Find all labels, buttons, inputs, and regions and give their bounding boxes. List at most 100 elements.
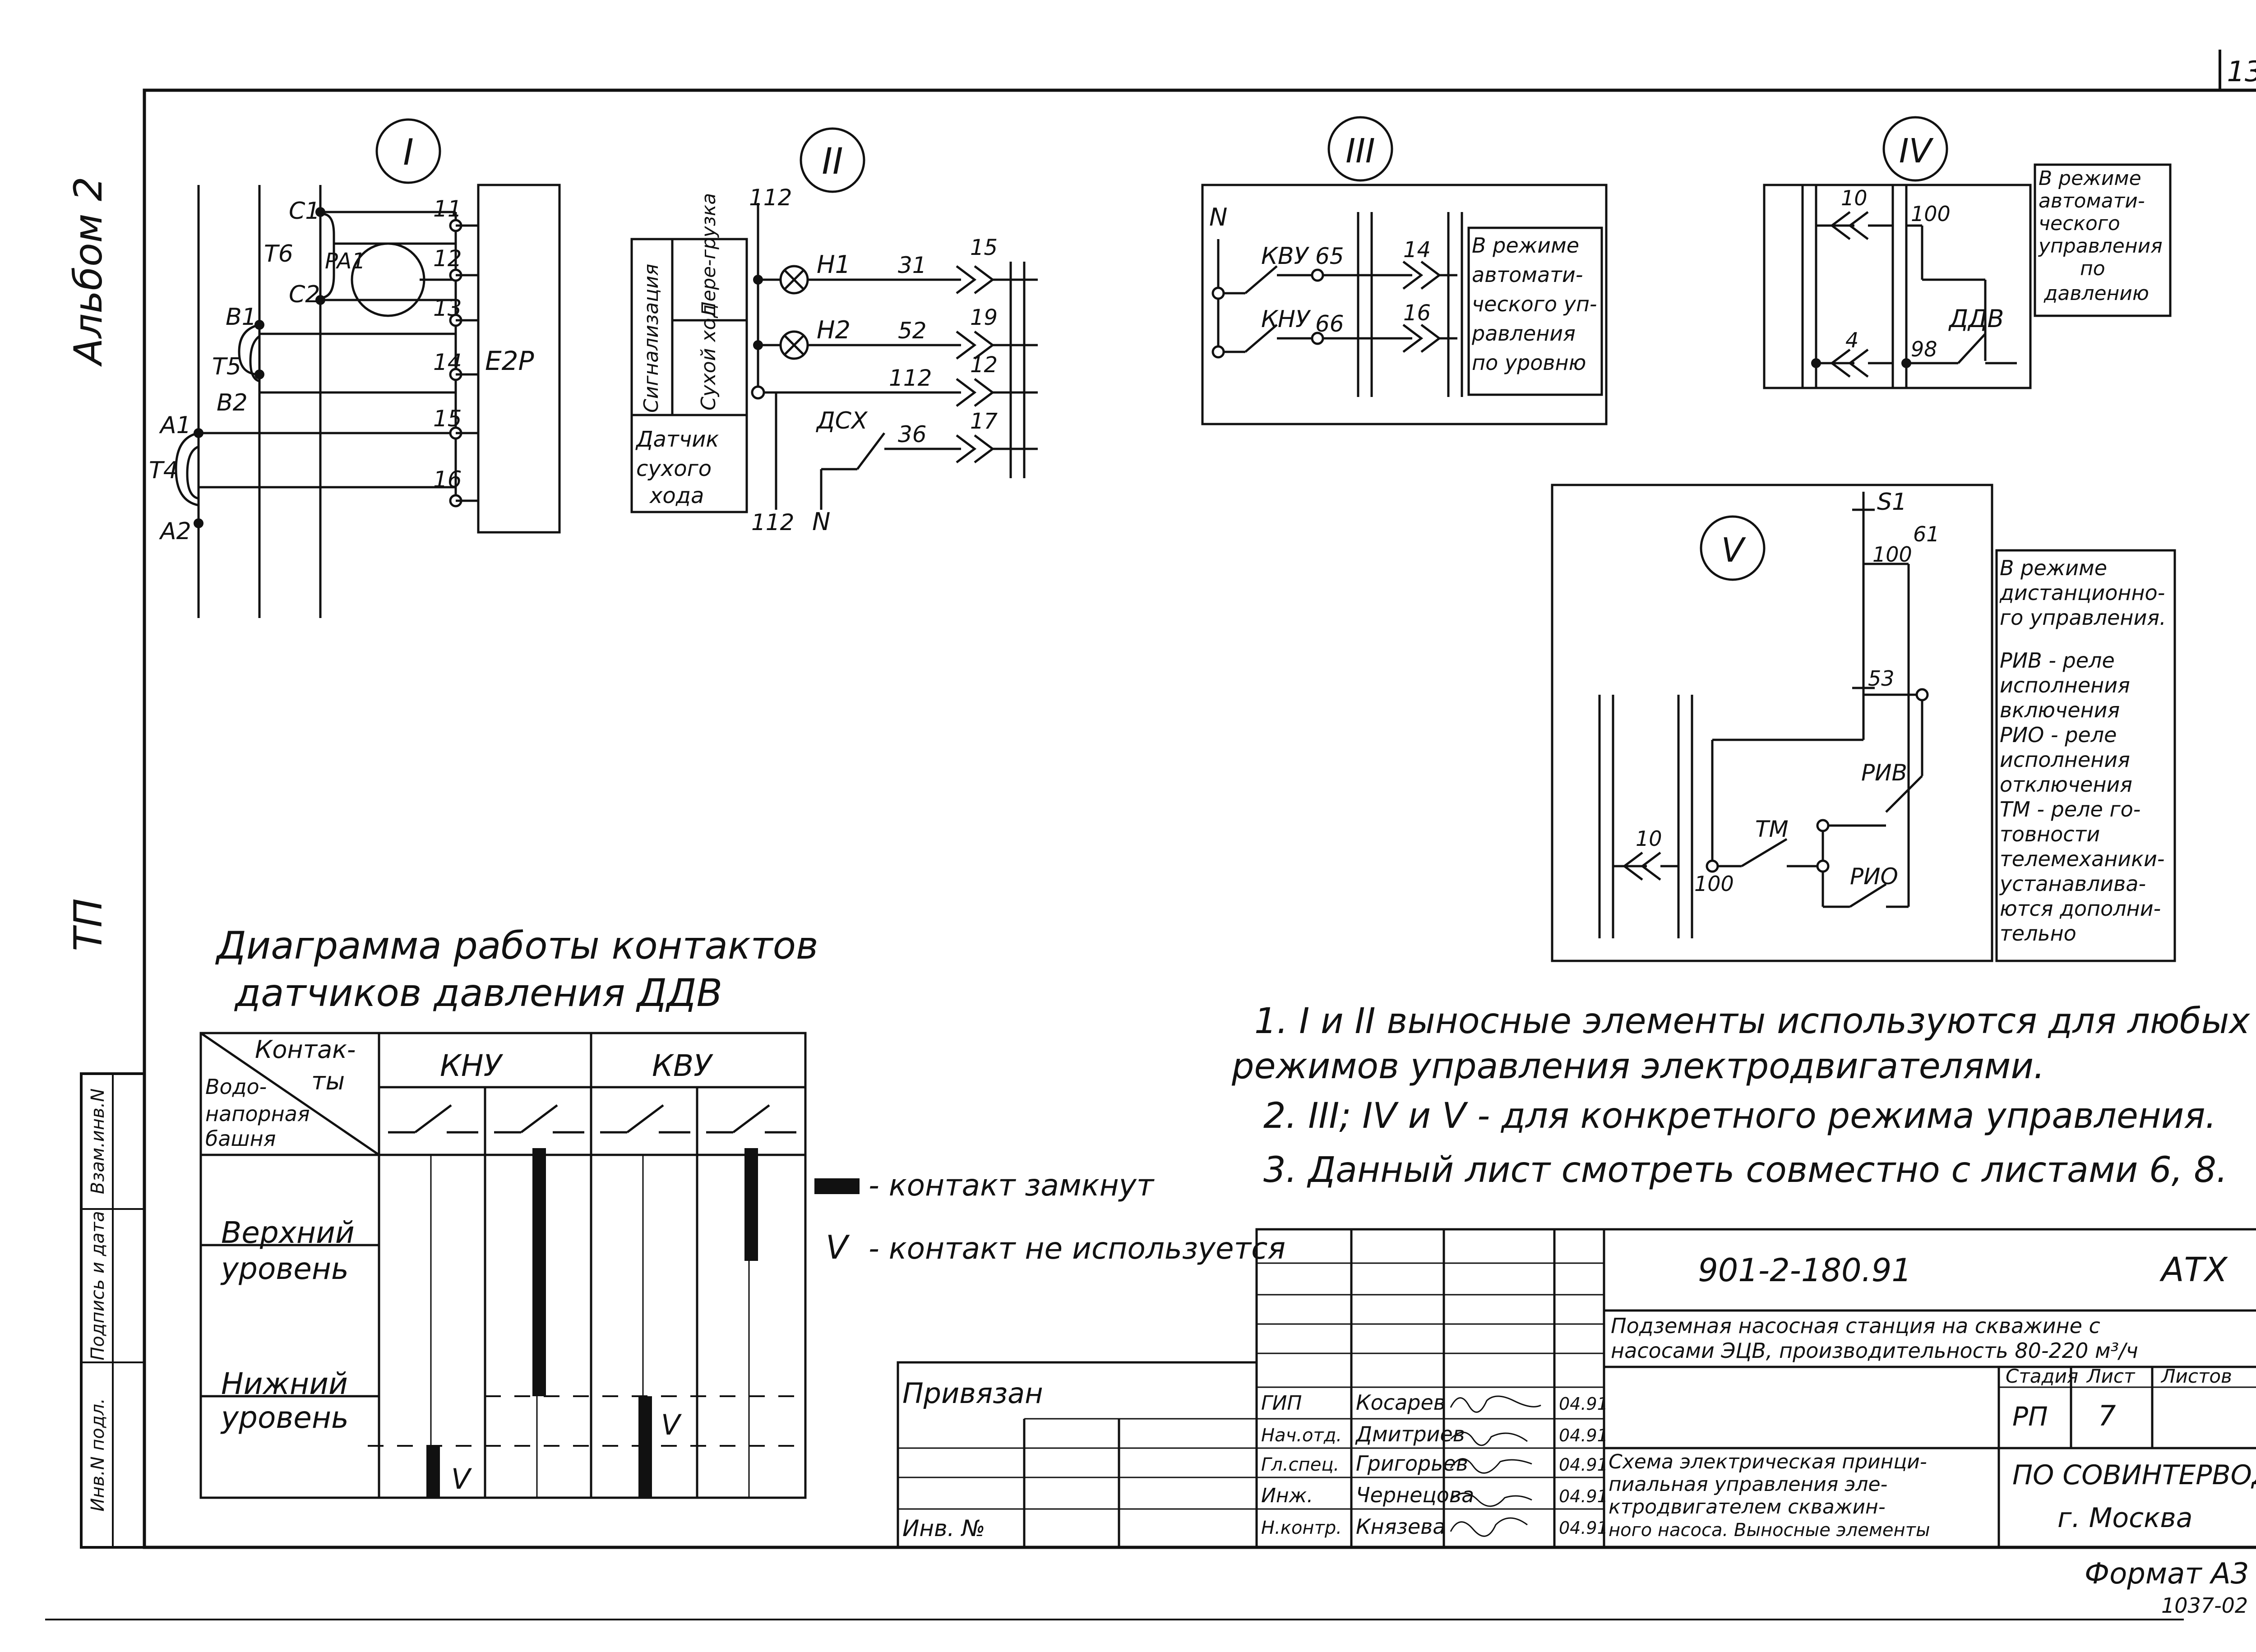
sensor-line2: сухого	[636, 456, 712, 481]
el5-frame	[1551, 484, 1993, 962]
el5-note-5: исполнения	[2000, 673, 2130, 697]
stamp-inv: Инв.N подл.	[88, 1398, 108, 1512]
el4-note-6: давлению	[2043, 282, 2149, 305]
conn-19: 19	[970, 305, 998, 330]
sensor-line3: хода	[649, 483, 704, 508]
diagram-title-1: Диаграмма работы контактов	[215, 923, 818, 968]
pin-11: 11	[433, 196, 462, 222]
sheet-title-3: ктродвигателем скважин-	[1609, 1495, 1886, 1518]
device-e2p: E2P	[485, 346, 534, 376]
note-3: 3. Данный лист смотреть совместно с лист…	[1263, 1150, 2228, 1191]
sheet-title-2: пиальная управления эле-	[1609, 1473, 1887, 1496]
stamp-sign: Подпись и дата	[88, 1211, 108, 1360]
el3-note-5: по уровню	[1472, 351, 1586, 375]
date-3: 04.91	[1559, 1455, 1608, 1475]
el5-tm: ТМ	[1755, 816, 1789, 842]
element-1-dots	[194, 207, 325, 528]
el5-note-8: исполнения	[2000, 748, 2130, 772]
el5-w10: 10	[1636, 826, 1662, 851]
el5-note-6: включения	[2000, 698, 2120, 722]
term-t6: T6	[264, 240, 293, 268]
callout-4-circle	[1882, 116, 1948, 182]
el4-w98: 98	[1911, 337, 1937, 361]
pin-12: 12	[433, 245, 462, 272]
date-1: 04.91	[1559, 1394, 1608, 1414]
el5-note-12: телемеханики-	[2000, 847, 2164, 871]
conn-12: 12	[970, 352, 998, 378]
project-line-2: насосами ЭЦВ, производительность 80-220 …	[1611, 1338, 2138, 1363]
stamp-vzam: Взам.инв.N	[88, 1089, 108, 1194]
col-signal: Сигнализация	[640, 264, 663, 413]
note-2: 2. III; IV и V - для конкретного режима …	[1263, 1096, 2216, 1136]
el5-note-1: В режиме	[2000, 556, 2107, 580]
el5-w53: 53	[1868, 666, 1895, 691]
callout-4: IV	[1899, 132, 1934, 171]
wire-112: 112	[889, 365, 932, 391]
col-dry: Сухой ход	[697, 304, 720, 411]
privyazan-label: Привязан	[902, 1377, 1043, 1410]
el3-frame	[1201, 184, 1608, 425]
el3-wire-66: 66	[1315, 311, 1344, 337]
el3-wire-65: 65	[1315, 243, 1344, 269]
v-mark-2: V	[661, 1408, 682, 1441]
el4-note-3: ческого	[2039, 212, 2120, 235]
lamp-h1-label: H1	[817, 250, 851, 279]
row-upper-2: уровень	[220, 1251, 349, 1286]
legend-closed: - контакт замкнут	[869, 1168, 1155, 1203]
org-name: ПО СОВИНТЕРВОД	[2012, 1459, 2256, 1491]
signatures	[1450, 1395, 1541, 1537]
format-label: Формат А3	[2085, 1557, 2249, 1591]
el2-bottom-n: N	[812, 508, 830, 536]
note-1: 1. I и II выносные элементы используются…	[1254, 1001, 2250, 1042]
element-4	[1763, 116, 2172, 389]
role-gip: ГИП	[1261, 1392, 1302, 1415]
legend-v: V	[826, 1228, 850, 1266]
el4-note-2: автомати-	[2039, 189, 2145, 212]
conn-17: 17	[970, 409, 998, 434]
doc-code: 901-2-180.91	[1698, 1252, 1912, 1289]
el5-note-4: РИВ - реле	[2000, 648, 2115, 673]
doc-mark: АТХ	[2159, 1251, 2228, 1289]
el3-knu: КНУ	[1261, 306, 1311, 333]
el5-s1: S1	[1877, 489, 1907, 516]
element-1-pins	[449, 219, 478, 508]
term-a1: A1	[159, 412, 191, 439]
el5-note-10: ТМ - реле го-	[2000, 797, 2140, 821]
head-vodo-2: напорная	[205, 1102, 310, 1126]
legend-unused: - контакт не используется	[869, 1231, 1285, 1266]
el4-frame	[1763, 184, 2032, 389]
element-4-dots	[1811, 358, 1911, 368]
lamp-h2-label: H2	[817, 316, 851, 344]
callout-3: III	[1345, 132, 1375, 171]
el2-bottom-112: 112	[751, 509, 794, 535]
term-c1: C1	[289, 198, 320, 225]
album-label: Альбом 2	[66, 176, 111, 367]
el5-note-7: РИО - реле	[2000, 723, 2117, 747]
sheet-title-4: ного насоса. Выносные элементы	[1609, 1520, 1930, 1541]
term-b1: B1	[226, 304, 257, 331]
callout-3-circle	[1327, 116, 1393, 182]
el3-note-4: равления	[1471, 321, 1576, 346]
el3-note-box	[1467, 226, 1603, 396]
head-vodo-3: башня	[205, 1126, 276, 1151]
head-ty: ты	[311, 1067, 345, 1095]
element-2-dots	[751, 275, 765, 400]
el3-n: N	[1209, 203, 1227, 231]
row-lower-1: Нижний	[221, 1366, 348, 1401]
meter-label: PA1	[325, 249, 365, 274]
name-2: Дмитриев	[1355, 1422, 1465, 1446]
e2p-device	[477, 184, 561, 534]
role-nach: Нач.отд.	[1261, 1425, 1342, 1446]
sheet-header: Лист	[2086, 1365, 2136, 1387]
el3-kvu: КВУ	[1261, 243, 1310, 270]
el4-w10: 10	[1841, 186, 1868, 210]
term-c2: C2	[289, 281, 320, 308]
sensor-line1: Датчик	[635, 427, 719, 452]
callout-5-circle	[1700, 515, 1766, 581]
el4-note-1: В режиме	[2039, 167, 2141, 190]
el5-note-14: ются дополни-	[2000, 896, 2161, 921]
pin-13: 13	[433, 295, 462, 321]
wire-36: 36	[898, 421, 927, 448]
stage-value: РП	[2012, 1401, 2048, 1432]
